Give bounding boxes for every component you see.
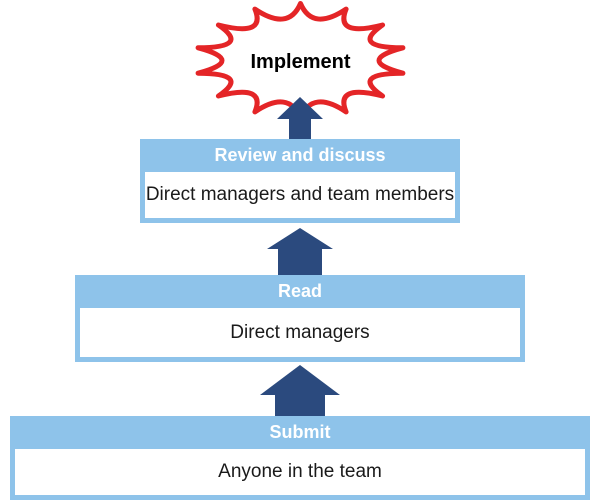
stage-header-review: Review and discuss — [214, 145, 386, 165]
stage-header-read: Read — [277, 281, 322, 301]
up-arrow-icon — [277, 97, 323, 141]
up-arrow-icon — [267, 228, 333, 275]
up-arrow-icon — [260, 365, 340, 416]
stage-body-read: Direct managers — [80, 308, 520, 357]
stage-box-review: Review and discuss Direct managers and t… — [140, 139, 460, 223]
stage-body-submit: Anyone in the team — [15, 449, 585, 495]
stage-header-submit: Submit — [269, 422, 331, 442]
stage-body-review: Direct managers and team members — [145, 172, 455, 218]
stage-box-read: Read Direct managers — [75, 275, 525, 362]
outcome-label: Implement — [250, 50, 351, 73]
stage-box-submit: Submit Anyone in the team — [10, 416, 590, 500]
